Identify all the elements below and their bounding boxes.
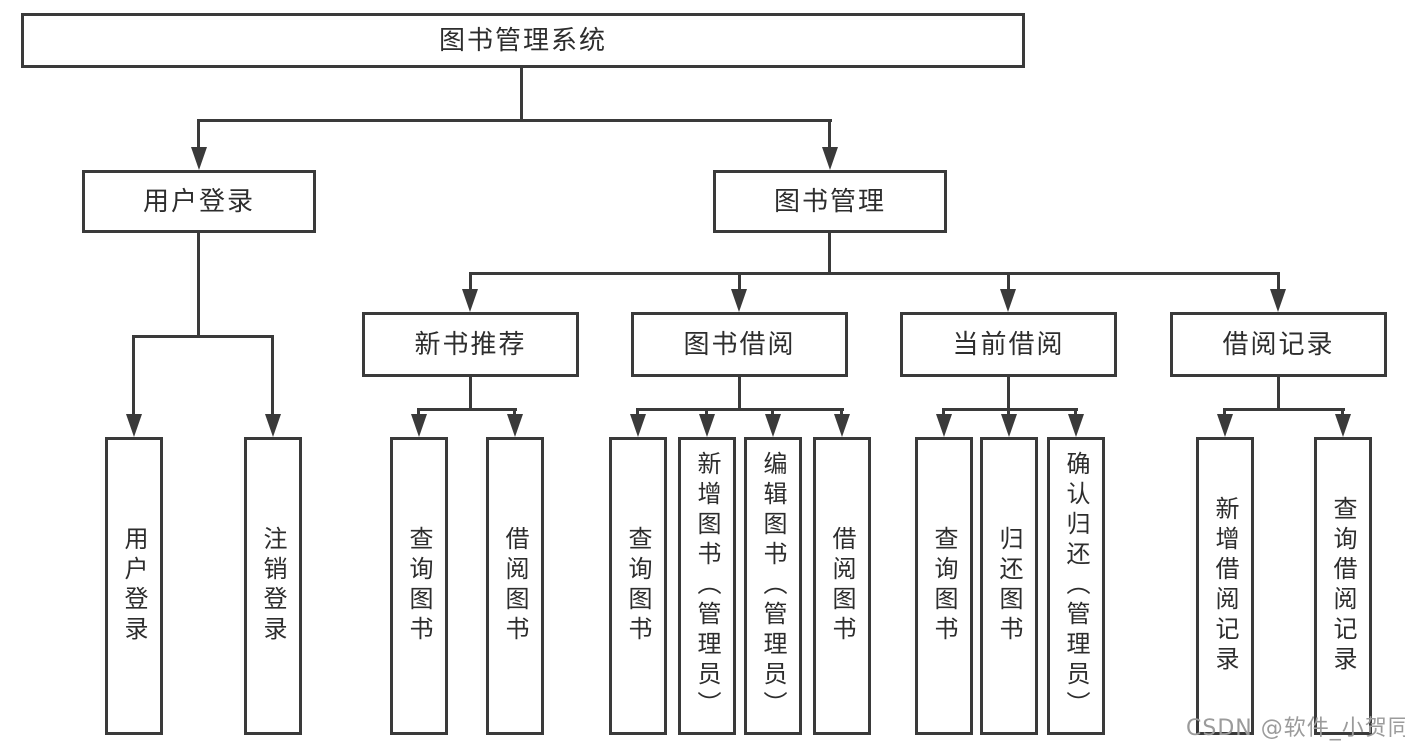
arrow-down-icon xyxy=(834,414,850,437)
connector-line xyxy=(417,408,517,411)
leaf-logout: 注销登录 xyxy=(244,437,302,735)
leaf-edit-books-admin-label: 编辑图书（管理员） xyxy=(759,451,787,721)
connector-line xyxy=(197,233,200,335)
node-user-login-label: 用户登录 xyxy=(142,186,255,217)
connector-line xyxy=(1007,272,1010,290)
leaf-borrow-books-under-borrowing: 借阅图书 xyxy=(813,437,871,735)
connector-line xyxy=(771,408,774,417)
connector-line xyxy=(197,119,200,149)
leaf-edit-books-admin: 编辑图书（管理员） xyxy=(744,437,802,735)
node-book-management-label: 图书管理 xyxy=(773,186,886,217)
node-book-management: 图书管理 xyxy=(713,170,947,233)
connector-line xyxy=(840,408,843,417)
leaf-return-books: 归还图书 xyxy=(980,437,1038,735)
connector-line xyxy=(828,233,831,273)
arrow-down-icon xyxy=(265,414,281,437)
connector-line xyxy=(1007,377,1010,408)
leaf-add-borrow-record: 新增借阅记录 xyxy=(1196,437,1254,735)
connector-line xyxy=(469,377,472,408)
arrow-down-icon xyxy=(411,414,427,437)
leaf-add-books-admin: 新增图书（管理员） xyxy=(678,437,736,735)
leaf-query-borrow-record-label: 查询借阅记录 xyxy=(1329,496,1357,676)
leaf-query-books-under-current: 查询图书 xyxy=(915,437,973,735)
leaf-user-login: 用户登录 xyxy=(105,437,163,735)
connector-line xyxy=(197,119,832,122)
connector-line xyxy=(705,408,708,417)
leaf-logout-label: 注销登录 xyxy=(259,526,287,646)
leaf-user-login-label: 用户登录 xyxy=(120,526,148,646)
arrow-down-icon xyxy=(1001,414,1017,437)
connector-line xyxy=(738,377,741,408)
arrow-down-icon xyxy=(1335,414,1351,437)
connector-line xyxy=(417,408,420,417)
leaf-query-books-under-borrowing-label: 查询图书 xyxy=(624,526,652,646)
leaf-borrow-books-under-recommend: 借阅图书 xyxy=(486,437,544,735)
arrow-down-icon xyxy=(699,414,715,437)
leaf-borrow-books-under-borrowing-label: 借阅图书 xyxy=(828,526,856,646)
connector-line xyxy=(1223,408,1345,411)
node-new-book-recommendation: 新书推荐 xyxy=(362,312,579,377)
leaf-confirm-return-admin-label: 确认归还（管理员） xyxy=(1062,451,1090,721)
connector-line xyxy=(1223,408,1226,417)
leaf-borrow-books-under-recommend-label: 借阅图书 xyxy=(501,526,529,646)
leaf-query-borrow-record: 查询借阅记录 xyxy=(1314,437,1372,735)
leaf-query-books-under-recommend: 查询图书 xyxy=(390,437,448,735)
arrow-down-icon xyxy=(936,414,952,437)
connector-line xyxy=(271,335,274,415)
connector-line xyxy=(469,272,1280,275)
leaf-return-books-label: 归还图书 xyxy=(995,526,1023,646)
node-user-login: 用户登录 xyxy=(82,170,316,233)
connector-line xyxy=(738,272,741,290)
node-borrowing-records: 借阅记录 xyxy=(1170,312,1387,377)
leaf-query-books-under-borrowing: 查询图书 xyxy=(609,437,667,735)
connector-line xyxy=(1007,408,1010,417)
root-node-label: 图书管理系统 xyxy=(438,25,607,56)
arrow-down-icon xyxy=(1217,414,1233,437)
connector-line xyxy=(1277,377,1280,408)
leaf-confirm-return-admin: 确认归还（管理员） xyxy=(1047,437,1105,735)
connector-line xyxy=(1341,408,1344,417)
connector-line xyxy=(1277,272,1280,290)
connector-line xyxy=(636,408,844,411)
node-book-borrowing: 图书借阅 xyxy=(631,312,848,377)
connector-line xyxy=(513,408,516,417)
arrow-down-icon xyxy=(1068,414,1084,437)
connector-line xyxy=(942,408,1078,411)
arrow-down-icon xyxy=(462,289,478,312)
connector-line xyxy=(520,68,523,120)
node-current-borrowing-label: 当前借阅 xyxy=(952,329,1065,360)
leaf-query-books-under-recommend-label: 查询图书 xyxy=(405,526,433,646)
connector-line xyxy=(942,408,945,417)
csdn-watermark: CSDN @软件_小贺同学 xyxy=(1186,716,1405,741)
arrow-down-icon xyxy=(126,414,142,437)
root-node-library-management-system: 图书管理系统 xyxy=(21,13,1025,68)
connector-line xyxy=(132,335,274,338)
arrow-down-icon xyxy=(1270,289,1286,312)
node-borrowing-records-label: 借阅记录 xyxy=(1222,329,1335,360)
arrow-down-icon xyxy=(630,414,646,437)
connector-line xyxy=(132,335,135,415)
arrow-down-icon xyxy=(1000,289,1016,312)
node-book-borrowing-label: 图书借阅 xyxy=(683,329,796,360)
node-new-book-recommendation-label: 新书推荐 xyxy=(414,329,527,360)
leaf-add-borrow-record-label: 新增借阅记录 xyxy=(1211,496,1239,676)
arrow-down-icon xyxy=(731,289,747,312)
connector-line xyxy=(469,272,472,290)
node-current-borrowing: 当前借阅 xyxy=(900,312,1117,377)
connector-line xyxy=(1074,408,1077,417)
leaf-query-books-under-current-label: 查询图书 xyxy=(930,526,958,646)
arrow-down-icon xyxy=(507,414,523,437)
arrow-down-icon xyxy=(822,147,838,170)
arrow-down-icon xyxy=(191,147,207,170)
connector-line xyxy=(636,408,639,417)
connector-line xyxy=(828,119,831,149)
leaf-add-books-admin-label: 新增图书（管理员） xyxy=(693,451,721,721)
arrow-down-icon xyxy=(765,414,781,437)
